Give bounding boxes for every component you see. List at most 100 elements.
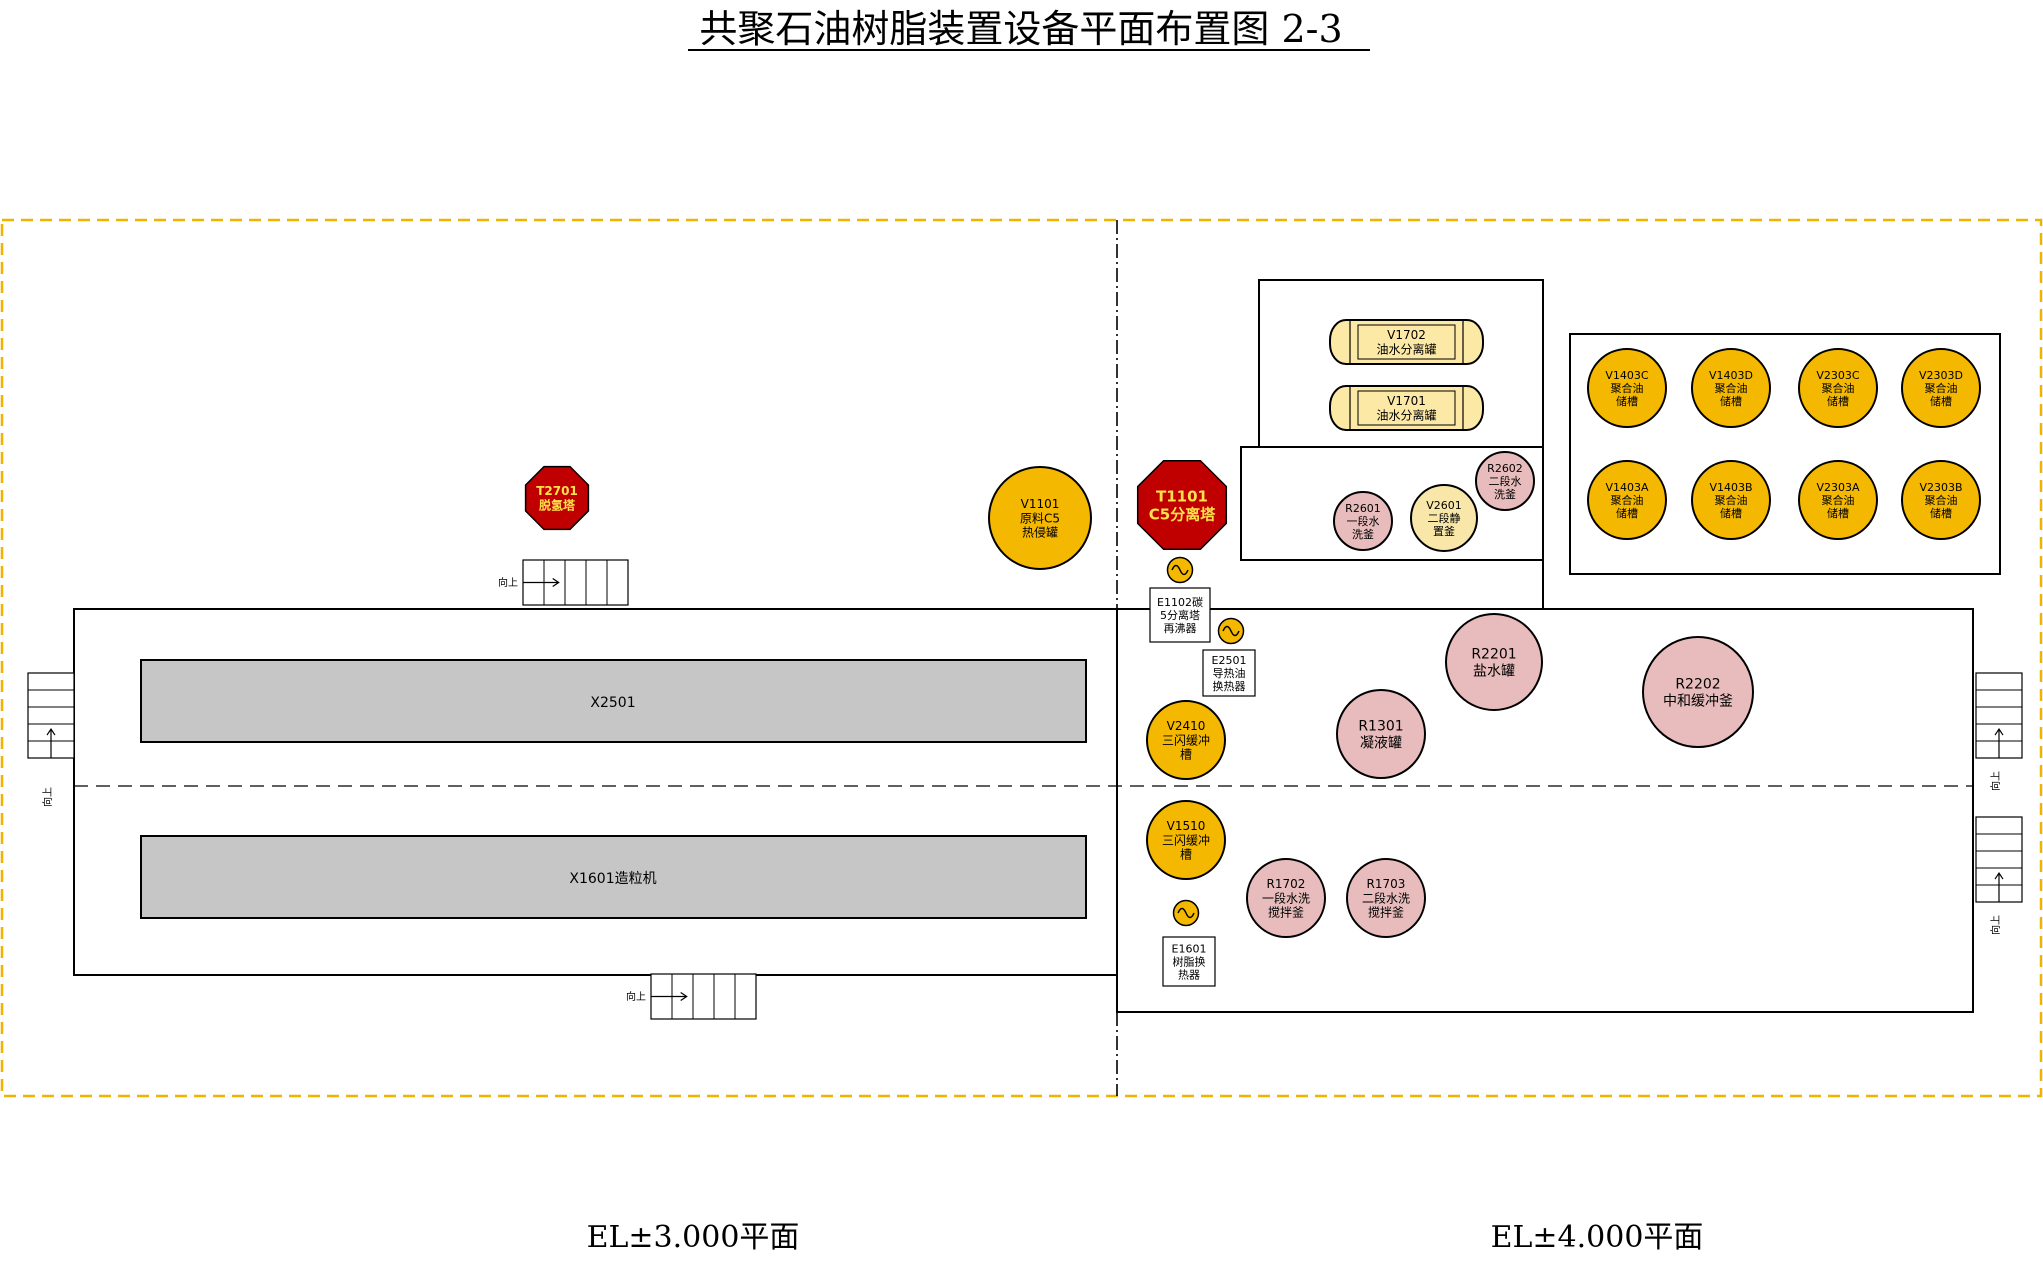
exchanger-e1102-wave (1171, 564, 1189, 576)
left-level-label: EL±3.000平面 (587, 1220, 800, 1255)
vessel-v1101-label-line: 原料C5 (1020, 511, 1060, 525)
vessel-v1403b-label-line: V1403B (1709, 481, 1752, 494)
vessel-r2201-shape (1445, 613, 1543, 711)
vessel-r1702-label-line: R1702 (1267, 877, 1306, 891)
vessel-v1403d-label-line: 储槽 (1720, 394, 1742, 408)
drum-v1701-shell (1329, 385, 1484, 431)
drum-v1701-label-line: 油水分离罐 (1376, 408, 1436, 423)
exchanger-e1601-label-line: 树脂换 (1173, 954, 1206, 968)
vessel-r2202-label-line: 中和缓冲釜 (1663, 693, 1733, 709)
stairs-right-1-label: 向上 (1989, 771, 2002, 791)
exchanger-e1601-label-line: E1601 (1172, 942, 1207, 955)
vessel-v1403a-label-line: V1403A (1605, 481, 1649, 494)
stairs-left-label: 向上 (41, 787, 54, 807)
exchanger-e2501-label-line: 换热器 (1213, 679, 1246, 693)
stairs-left-arrow (46, 728, 56, 758)
vessel-v2303a-shape (1798, 460, 1878, 540)
stairs-bottom-label: 向上 (626, 990, 646, 1003)
vessel-v2303c-label-line: V2303C (1816, 369, 1860, 382)
vessel-v1510-label-line: 槽 (1180, 848, 1192, 862)
vessel-v2303b-label-line: 储槽 (1930, 506, 1952, 520)
vessel-v2303b-label-line: 聚合油 (1925, 493, 1958, 507)
vessel-v1101-label-line: 热侵罐 (1022, 525, 1058, 540)
vessel-r2202-label-line: R2202 (1675, 677, 1720, 693)
exchanger-e1102-tag (1149, 587, 1211, 643)
vessel-v1101-label-line: V1101 (1021, 497, 1060, 511)
site-boundary (0, 218, 2043, 1098)
vessel-v1510-label-line: V1510 (1167, 819, 1206, 833)
vessel-r2601-label-line: R2601 (1345, 502, 1381, 515)
exchanger-e2501-wave (1222, 625, 1240, 637)
exchanger-e2501-tag (1202, 649, 1256, 697)
plan-title: 共聚石油树脂装置设备平面布置图 2-3 (699, 7, 1342, 51)
vessel-r1301-shape (1336, 689, 1426, 779)
exchanger-e1601-label-line: 热器 (1178, 969, 1200, 982)
drum-v1702-nameplate (1357, 324, 1456, 360)
vessel-v2303b-label-line: V2303B (1919, 481, 1962, 494)
exchanger-e2501-label-line: E2501 (1212, 654, 1247, 667)
stairs-top: 向上 (498, 559, 629, 606)
vessel-r1703-label-line: R1703 (1367, 877, 1406, 891)
vessel-v2601-label-line: 置釜 (1433, 524, 1455, 538)
machine-x1601 (140, 835, 1087, 919)
vessel-r1301-label-line: 凝液罐 (1360, 735, 1402, 751)
vessel-v1101-shape (988, 466, 1092, 570)
vessel-r2201-label-line: R2201 (1471, 647, 1516, 663)
stairs-right-2-label: 向上 (1989, 915, 2002, 935)
stairs-top-label: 向上 (498, 576, 518, 589)
vessel-v1403d-label-line: 聚合油 (1715, 381, 1748, 395)
vessel-r1702-shape (1246, 858, 1326, 938)
vessel-v1403c-shape (1587, 348, 1667, 428)
vessel-v1403a-shape (1587, 460, 1667, 540)
vessel-v1403c-label-line: 聚合油 (1611, 381, 1644, 395)
tower-t1101-label-line: C5分离塔 (1149, 505, 1216, 523)
vessel-r2601-shape (1333, 491, 1393, 551)
vessel-r1703-label-line: 二段水洗 (1362, 890, 1410, 905)
vessel-v2410-label-line: 三闪缓冲 (1162, 732, 1210, 747)
vessel-r2601-label-line: 一段水 (1347, 514, 1380, 528)
drum-v1701-nameplate (1357, 390, 1456, 426)
drum-v1702-label-line: V1702 (1387, 328, 1426, 342)
vessel-v2303d-label-line: 储槽 (1930, 394, 1952, 408)
machine-x2501 (140, 659, 1087, 743)
exchanger-e1601-tag (1162, 936, 1216, 987)
vessel-v1403b-shape (1691, 460, 1771, 540)
stairs-left: 向上 (27, 672, 75, 807)
vessel-v2410-label-line: V2410 (1167, 719, 1206, 733)
vessel-v2303c-label-line: 聚合油 (1822, 381, 1855, 395)
vessel-v1403d-label-line: V1403D (1709, 369, 1753, 382)
vessel-v1403a-label-line: 聚合油 (1611, 493, 1644, 507)
vessel-v2303d-shape (1901, 348, 1981, 428)
vessel-v1403b-label-line: 储槽 (1720, 506, 1742, 520)
drum-v1702-label-line: 油水分离罐 (1376, 342, 1436, 357)
vessel-v2410-shape (1146, 700, 1226, 780)
stairs-top-arrow (523, 578, 560, 587)
stairs-right-1-arrow (1994, 728, 2004, 758)
washing-room (1240, 446, 1544, 561)
vessel-v2303d-label-line: V2303D (1919, 369, 1963, 382)
vessel-r1702-label-line: 一段水洗 (1262, 890, 1310, 905)
vessel-v1510-label-line: 三闪缓冲 (1162, 832, 1210, 847)
vessel-v1403c-label-line: V1403C (1605, 369, 1649, 382)
vessel-r2601-label-line: 洗釜 (1352, 527, 1374, 541)
vessel-v1403c-label-line: 储槽 (1616, 394, 1638, 408)
exchanger-e1601-wave (1177, 907, 1195, 919)
right-level-label: EL±4.000平面 (1491, 1220, 1704, 1255)
vessel-r1703-label-line: 搅拌釜 (1368, 905, 1404, 920)
drum-v1701-label-line: V1701 (1387, 394, 1426, 408)
